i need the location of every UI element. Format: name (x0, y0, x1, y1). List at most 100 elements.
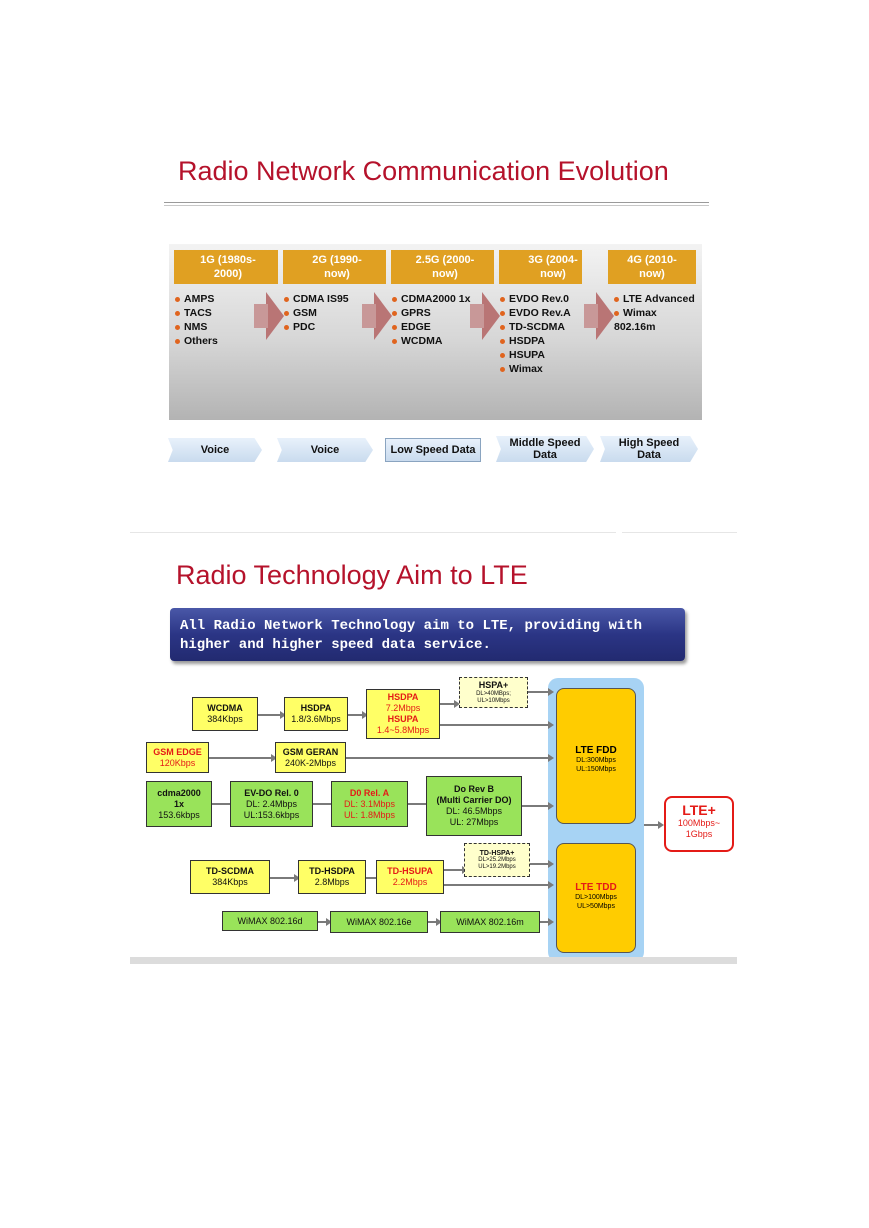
generation-item: LTE Advanced (614, 292, 695, 306)
generation-item: Wimax (614, 306, 695, 320)
generation-header: 2.5G (2000- now) (391, 250, 499, 284)
generation-item: TD-SCDMA (500, 320, 571, 334)
bullet-icon (500, 324, 505, 330)
connector-arrow (428, 918, 442, 926)
generation-item: HSDPA (500, 334, 571, 348)
connector-arrow (540, 918, 554, 926)
bullet-icon (392, 296, 397, 302)
connector-arrow (313, 800, 337, 808)
connector-arrow (318, 918, 332, 926)
bullet-icon (175, 296, 180, 302)
generation-item: HSUPA (500, 348, 571, 362)
node-cdma2000: cdma2000 1x 153.6kbps (146, 781, 212, 827)
node-wimax-16e: WiMAX 802.16e (330, 911, 428, 933)
generation-item: CDMA IS95 (284, 292, 349, 306)
node-hspa-plus: HSPA+ DL>40MBps; UL>10Mbps (459, 677, 528, 708)
node-do-rel-a: D0 Rel. A DL: 3.1Mbps UL: 1.8Mbps (331, 781, 408, 827)
generation-item: EVDO Rev.A (500, 306, 571, 320)
bullet-icon (175, 310, 180, 316)
bullet-icon (392, 338, 397, 344)
section-divider (130, 532, 616, 533)
generation-item: PDC (284, 320, 349, 334)
generation-item: GSM (284, 306, 349, 320)
bullet-icon (284, 296, 289, 302)
speed-label: Middle Speed Data (496, 436, 594, 462)
generation-header: 1G (1980s- 2000) (174, 250, 282, 284)
generation-item: NMS (175, 320, 218, 334)
speed-label: High Speed Data (600, 436, 698, 462)
generation-item: WCDMA (392, 334, 470, 348)
node-lte-tdd: LTE TDD DL>100Mbps UL>50Mbps (556, 843, 636, 953)
node-evdo-rel0: EV-DO Rel. 0 DL: 2.4Mbps UL:153.6kbps (230, 781, 313, 827)
title-rule (164, 202, 709, 203)
generation-item: GPRS (392, 306, 470, 320)
bullet-icon (500, 338, 505, 344)
generation-item: TACS (175, 306, 218, 320)
connector-arrow (444, 866, 468, 874)
bullet-icon (392, 324, 397, 330)
generation-header: 2G (1990- now) (283, 250, 391, 284)
connector-arrow (522, 802, 554, 810)
node-hsdpa-hsupa: HSDPA 7.2Mbps HSUPA 1.4~5.8Mbps (366, 689, 440, 739)
generation-header: 4G (2010- now) (608, 250, 696, 284)
bullet-icon (500, 352, 505, 358)
slide1-title: Radio Network Communication Evolution (178, 156, 669, 186)
section-divider (622, 532, 737, 533)
node-do-rev-b: Do Rev B (Multi Carrier DO) DL: 46.5Mbps… (426, 776, 522, 836)
node-wimax-16m: WiMAX 802.16m (440, 911, 540, 933)
connector-arrow (444, 881, 554, 889)
connector-arrow (346, 754, 554, 762)
connector-arrow (644, 821, 664, 829)
bullet-icon (392, 310, 397, 316)
speed-label: Voice (168, 438, 262, 462)
bullet-icon (284, 310, 289, 316)
node-lte-fdd: LTE FDD DL:300Mbps UL:150Mbps (556, 688, 636, 824)
node-lte-plus: LTE+ 100Mbps~ 1Gbps (664, 796, 734, 852)
bullet-icon (614, 296, 619, 302)
bullet-icon (500, 310, 505, 316)
speed-label: Voice (277, 438, 373, 462)
node-td-hspa-plus: TD-HSPA+ DL>25.2Mbps UL>19.2Mbps (464, 843, 530, 877)
connector-arrow (270, 874, 300, 882)
connector-arrow (205, 754, 277, 762)
connector-arrow (258, 711, 286, 719)
connector-arrow (408, 800, 432, 808)
generation-item: EVDO Rev.0 (500, 292, 571, 306)
connector-arrow (440, 721, 554, 729)
title-rule (164, 205, 709, 206)
bullet-icon (175, 324, 180, 330)
connector-arrow (440, 700, 460, 708)
banner-text: All Radio Network Technology aim to LTE,… (180, 618, 643, 653)
bullet-icon (614, 310, 619, 316)
generation-item: EDGE (392, 320, 470, 334)
bullet-icon (284, 324, 289, 330)
generation-item: CDMA2000 1x (392, 292, 470, 306)
generation-item: Wimax (500, 362, 571, 376)
connector-arrow (212, 800, 236, 808)
right-arrow-icon (254, 292, 284, 340)
generation-item: AMPS (175, 292, 218, 306)
connector-arrow (528, 688, 554, 696)
banner: All Radio Network Technology aim to LTE,… (170, 608, 685, 661)
connector-arrow (530, 860, 554, 868)
slide2-title: Radio Technology Aim to LTE (176, 560, 528, 590)
right-arrow-icon (470, 292, 500, 340)
speed-label: Low Speed Data (385, 438, 481, 462)
generation-item: Others (175, 334, 218, 348)
bullet-icon (500, 296, 505, 302)
bottom-band (130, 957, 737, 964)
generation-item: 802.16m (614, 321, 656, 333)
